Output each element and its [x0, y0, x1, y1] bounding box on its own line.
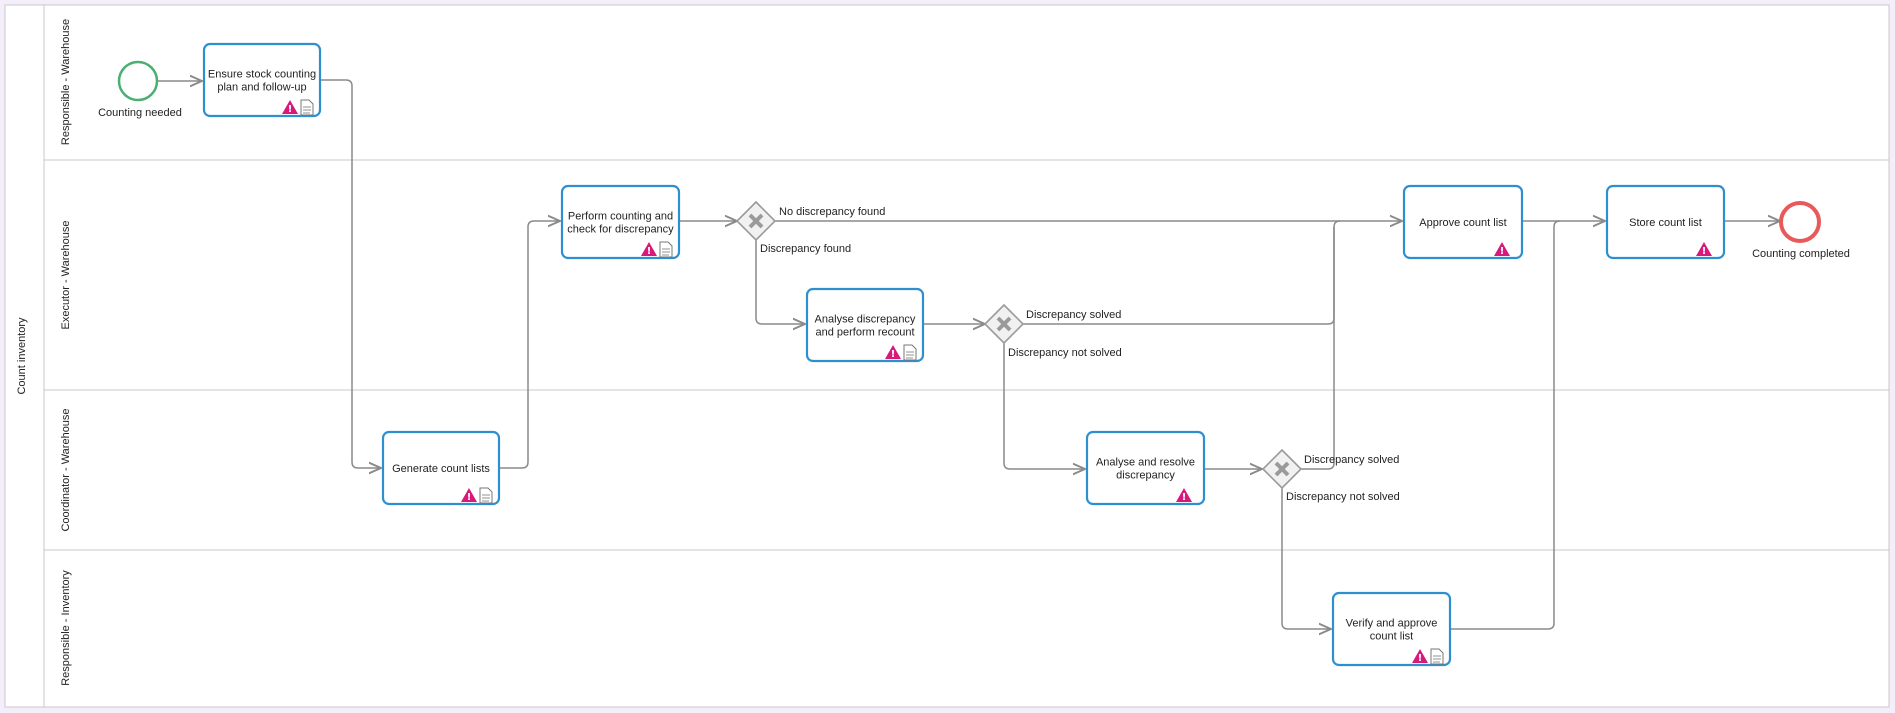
task-label: Verify and approve	[1346, 618, 1438, 630]
pool: Count inventory	[4, 4, 1890, 708]
task-label: check for discrepancy	[567, 224, 674, 236]
document-icon[interactable]	[659, 241, 673, 258]
task-label: Ensure stock counting	[208, 69, 316, 81]
svg-text:!: !	[1500, 246, 1505, 257]
warning-triangle-icon[interactable]: !	[641, 242, 657, 257]
lane-label-responsible-warehouse: Responsible - Warehouse	[60, 19, 72, 145]
task-label: plan and follow-up	[217, 82, 306, 94]
document-icon[interactable]	[1430, 648, 1444, 665]
warning-triangle-icon[interactable]: !	[1176, 488, 1192, 503]
flow-solved-2	[1300, 227, 1335, 470]
gateway-recount-result[interactable]	[983, 303, 1025, 345]
warning-triangle-icon[interactable]: !	[1696, 242, 1712, 257]
svg-text:!: !	[1182, 492, 1187, 503]
svg-text:!: !	[647, 246, 652, 257]
flow-generate-to-perform	[499, 221, 560, 469]
task-label: and perform recount	[815, 327, 914, 339]
end-event[interactable]: Counting completed	[1752, 201, 1850, 260]
svg-text:!: !	[288, 104, 293, 115]
task-generate-count-lists[interactable]: Generate count lists!	[381, 430, 501, 506]
start-event[interactable]: Counting needed	[98, 60, 182, 119]
task-label: Analyse discrepancy	[815, 314, 916, 326]
task-label: Analyse and resolve	[1096, 457, 1195, 469]
flow-ensure-to-generate	[320, 79, 381, 468]
task-label: count list	[1370, 631, 1413, 643]
end-event-label: Counting completed	[1752, 248, 1850, 260]
flow-verify-to-store	[1450, 220, 1561, 630]
svg-text:!: !	[1702, 246, 1707, 257]
label-discrepancy-solved-2: Discrepancy solved	[1304, 454, 1399, 466]
lane-label-coordinator-warehouse: Coordinator - Warehouse	[60, 408, 72, 531]
flow-not-solved-1	[1003, 343, 1085, 469]
label-discrepancy-not-solved-1: Discrepancy not solved	[1008, 347, 1122, 359]
lane-label-executor-warehouse: Executor - Warehouse	[60, 220, 72, 329]
task-label: Perform counting and	[568, 211, 673, 223]
lane-labels: Responsible - Warehouse Executor - Wareh…	[60, 19, 72, 686]
start-event-label: Counting needed	[98, 107, 182, 119]
flow-discrepancy-found	[755, 240, 805, 324]
sequence-flows	[158, 80, 1780, 629]
gateway-discrepancy-check[interactable]	[735, 200, 777, 242]
warning-triangle-icon[interactable]: !	[282, 100, 298, 115]
svg-text:!: !	[1418, 653, 1423, 664]
task-label: Generate count lists	[392, 463, 490, 475]
task-label: Approve count list	[1419, 217, 1506, 229]
warning-triangle-icon[interactable]: !	[1412, 649, 1428, 664]
lane-label-responsible-inventory: Responsible - Inventory	[60, 570, 72, 686]
task-label: Store count list	[1629, 217, 1702, 229]
task-approve-count-list[interactable]: Approve count list!	[1402, 184, 1524, 260]
warning-triangle-icon[interactable]: !	[885, 345, 901, 360]
pool-label: Count inventory	[16, 317, 28, 395]
label-discrepancy-solved-1: Discrepancy solved	[1026, 309, 1121, 321]
flow-not-solved-2	[1281, 488, 1331, 629]
document-icon[interactable]	[300, 99, 314, 116]
label-discrepancy-not-solved-2: Discrepancy not solved	[1286, 491, 1400, 503]
task-store-count-list[interactable]: Store count list!	[1605, 184, 1726, 260]
document-icon[interactable]	[479, 487, 493, 504]
flow-labels: No discrepancy found Discrepancy found D…	[760, 206, 1400, 503]
gateway-resolve-result[interactable]	[1261, 448, 1303, 490]
warning-triangle-icon[interactable]: !	[1494, 242, 1510, 257]
svg-text:!: !	[891, 349, 896, 360]
svg-text:!: !	[467, 492, 472, 503]
label-discrepancy-found: Discrepancy found	[760, 243, 851, 255]
task-label: discrepancy	[1116, 470, 1175, 482]
document-icon[interactable]	[903, 344, 917, 361]
warning-triangle-icon[interactable]: !	[461, 488, 477, 503]
label-no-discrepancy: No discrepancy found	[779, 206, 885, 218]
